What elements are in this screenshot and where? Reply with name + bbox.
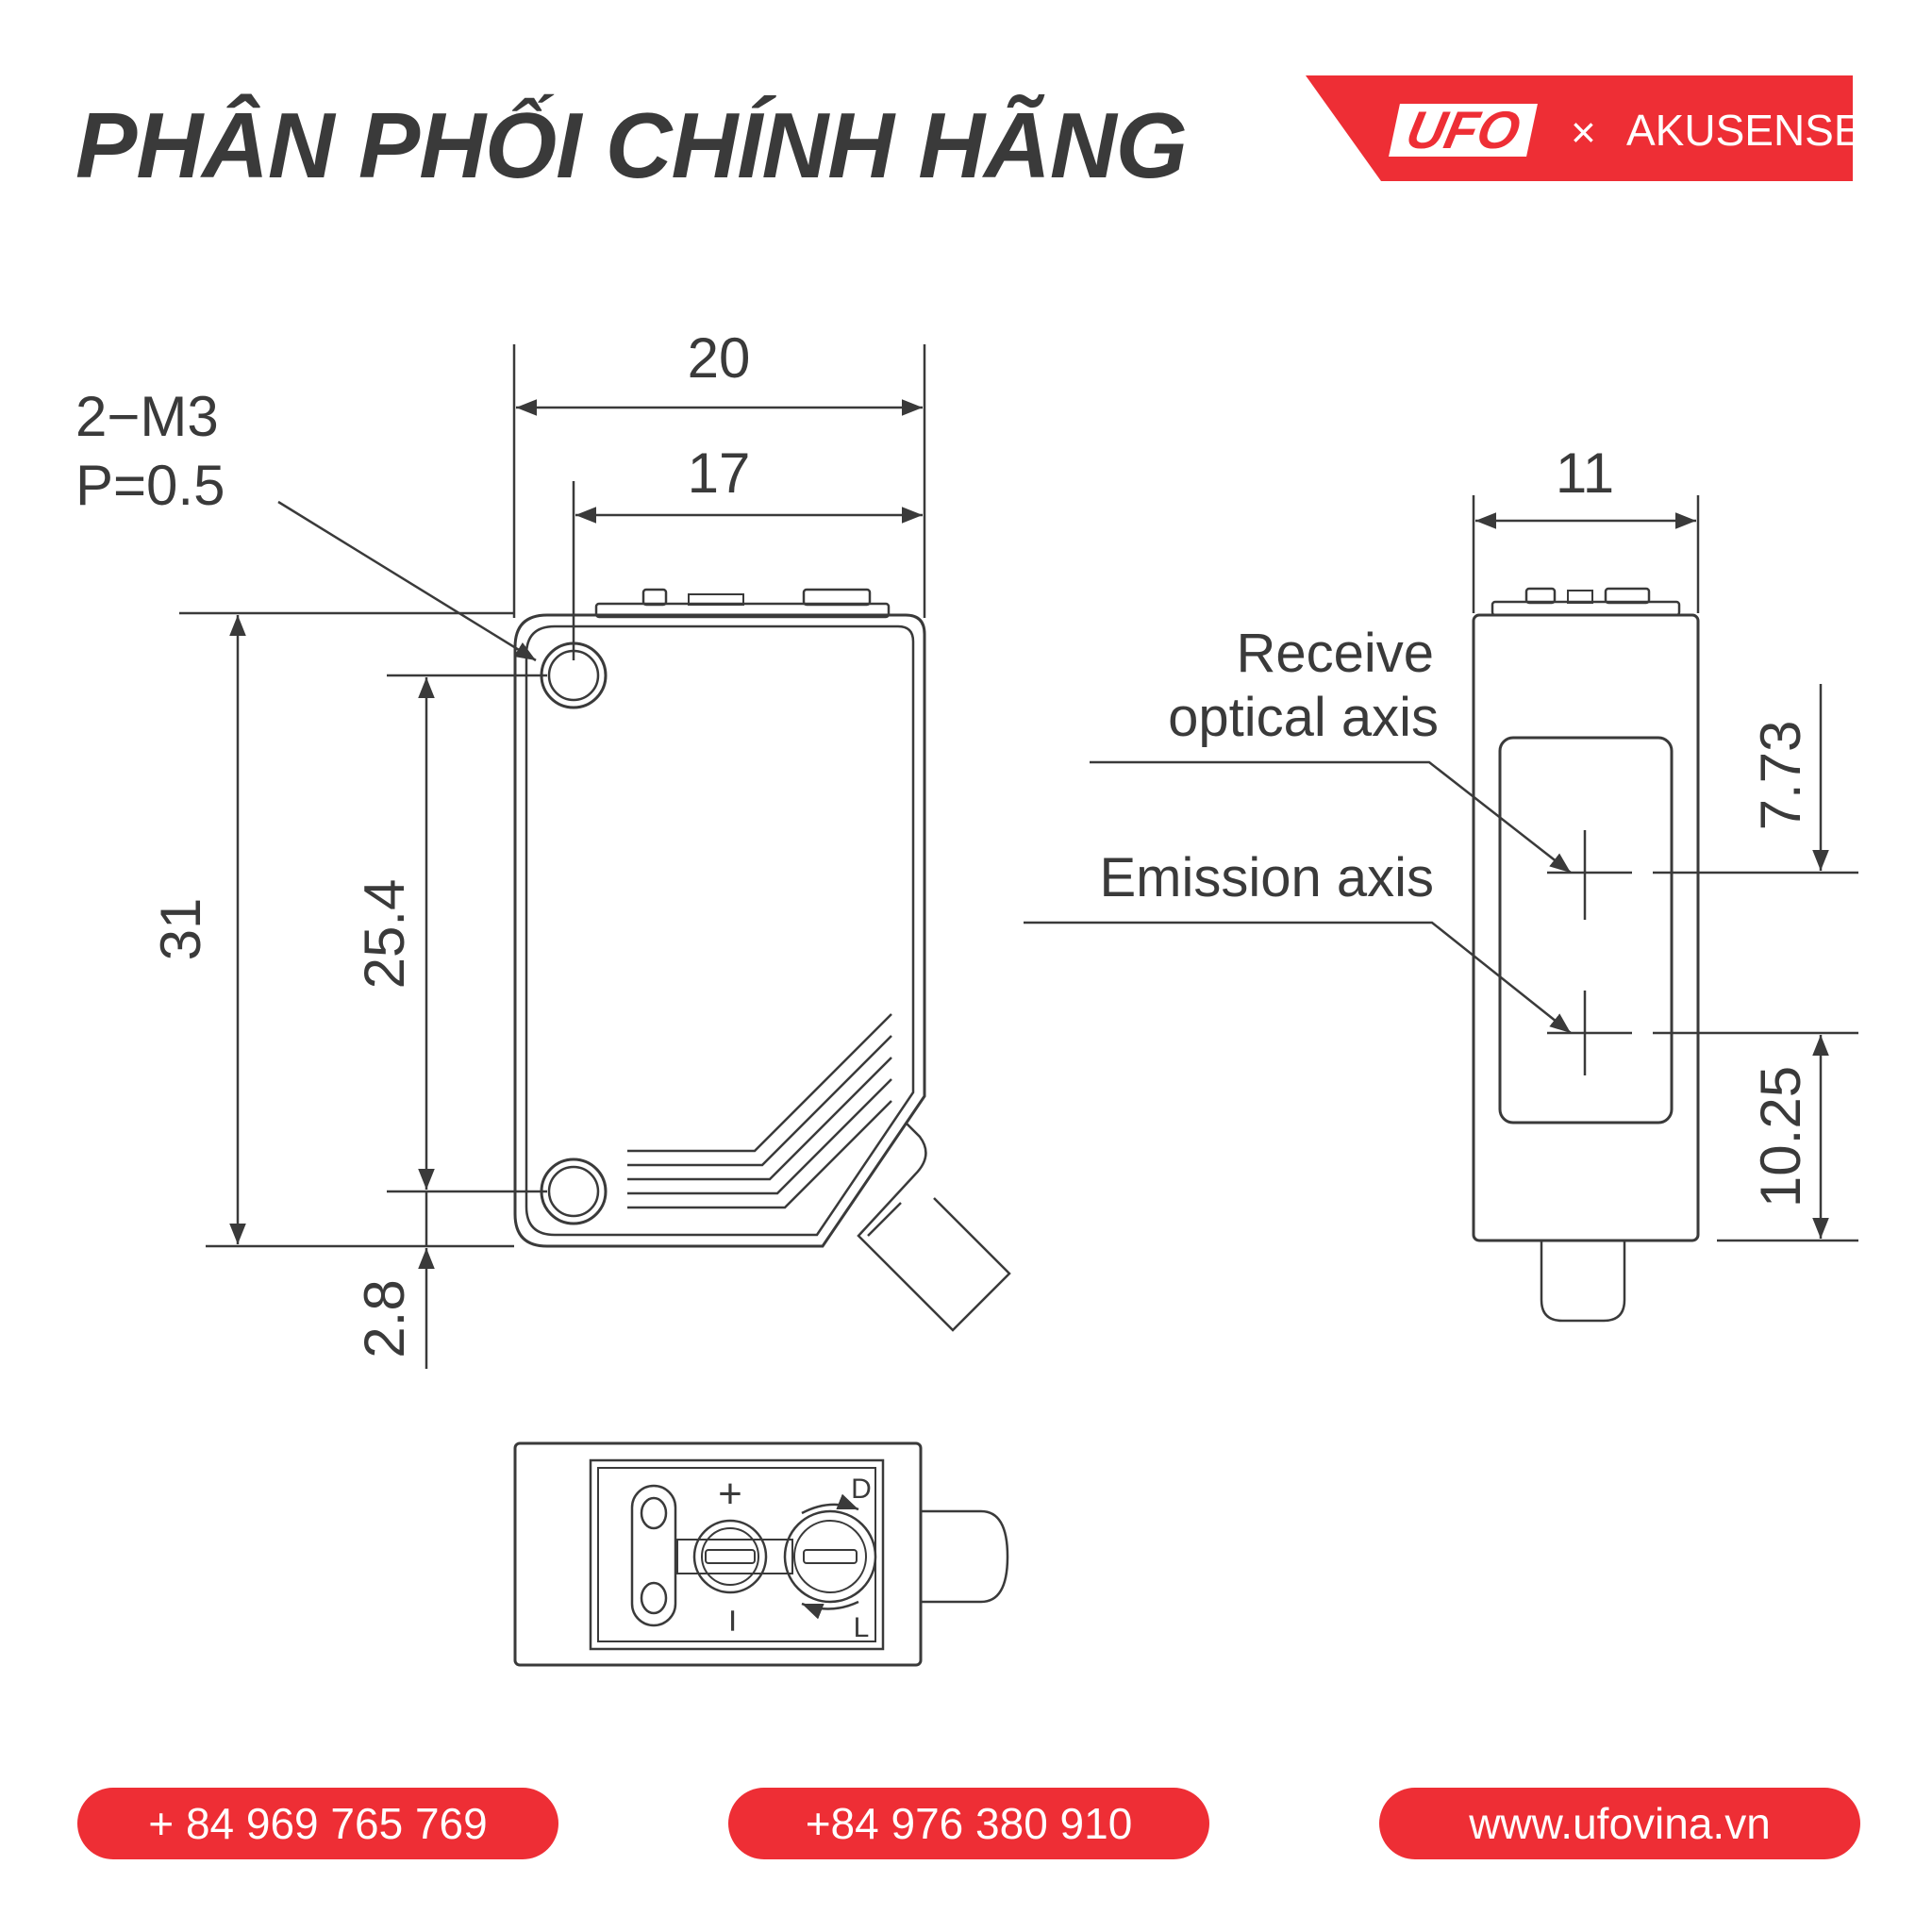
- dim-width-total: 20: [688, 326, 751, 390]
- dim-width-holes: 17: [688, 441, 751, 505]
- receive-axis-label-line1: Receive: [1236, 623, 1434, 684]
- pot-minus-label: −: [709, 1608, 756, 1633]
- dim-receive-axis: 7.73: [1749, 721, 1812, 831]
- mode-knob: [783, 1509, 877, 1604]
- sensor-body-side: [1472, 613, 1700, 1242]
- thread-label-line2: P=0.5: [75, 454, 225, 517]
- dim-bottom-offset: 2.8: [353, 1279, 416, 1357]
- lens-window: [1498, 736, 1674, 1124]
- dim-height-total: 31: [149, 898, 212, 961]
- page-title: PHÂN PHỐI CHÍNH HÃNG: [75, 93, 1188, 197]
- mounting-hole-top: [540, 641, 608, 709]
- receive-axis-leader: [1090, 760, 1572, 874]
- dim-height-holes: 25.4: [353, 879, 416, 990]
- dim-emission-axis: 10.25: [1749, 1066, 1812, 1208]
- front-view: [179, 344, 1011, 1369]
- sensor-body-front: [513, 613, 926, 1248]
- pot-plus-label: +: [718, 1471, 742, 1517]
- sensitivity-knob: [692, 1519, 768, 1594]
- pot-l-label: L: [854, 1612, 870, 1643]
- phone-button-1[interactable]: + 84 969 765 769: [77, 1788, 558, 1859]
- side-view: [1024, 495, 1858, 1323]
- website-button[interactable]: www.ufovina.vn: [1379, 1788, 1860, 1859]
- phone-button-2[interactable]: +84 976 380 910: [728, 1788, 1209, 1859]
- brand-times-sign: ×: [1571, 108, 1596, 157]
- dim-side-width: 11: [1556, 441, 1614, 505]
- sensor-body-top: [513, 1441, 923, 1667]
- receive-axis-label-line2: optical axis: [1168, 687, 1439, 748]
- akusense-logo: AKUSENSE: [1626, 106, 1863, 155]
- emission-axis-label: Emission axis: [1099, 847, 1434, 908]
- thread-label-line1: 2−M3: [75, 385, 219, 448]
- emission-axis-leader: [1024, 921, 1572, 1034]
- top-view: [513, 1441, 1009, 1667]
- thread-leader: [277, 500, 537, 662]
- dimension-labels: 2−M3 P=0.5 20 17 31 25.4 2.8 11 7.73 10.…: [75, 326, 1812, 1643]
- indicator-slot: [630, 1484, 677, 1627]
- mounting-hole-bottom: [540, 1158, 608, 1225]
- cable-front: [857, 1122, 1011, 1332]
- pot-d-label: D: [851, 1474, 872, 1505]
- cable-side: [1540, 1241, 1626, 1323]
